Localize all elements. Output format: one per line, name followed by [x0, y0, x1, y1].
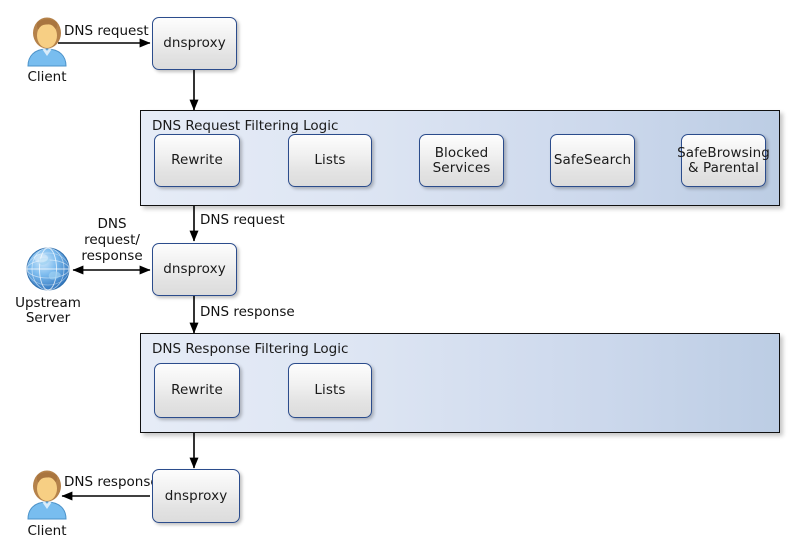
node-dnsproxy-middle-label: dnsproxy	[163, 261, 226, 277]
group-title-request: DNS Request Filtering Logic	[152, 118, 339, 134]
upstream-server-label-1: Upstream	[15, 295, 81, 311]
node-dnsproxy-top-label: dnsproxy	[163, 35, 226, 51]
stage-safesearch[interactable]: SafeSearch	[550, 134, 635, 187]
stage-blocked-services[interactable]: Blocked Services	[419, 134, 504, 187]
node-dnsproxy-middle[interactable]: dnsproxy	[152, 243, 237, 296]
group-title-response: DNS Response Filtering Logic	[152, 341, 349, 357]
node-dnsproxy-bottom-label: dnsproxy	[164, 487, 228, 504]
node-dnsproxy-top[interactable]: dnsproxy	[152, 17, 237, 70]
stage-safebrowsing-parental-label-2: & Parental	[687, 159, 760, 176]
stage-rewrite-response-label: Rewrite	[171, 382, 223, 398]
stage-safebrowsing-parental-label-1: SafeBrowsing	[677, 144, 770, 161]
node-dnsproxy-bottom[interactable]: dnsproxy	[152, 469, 240, 523]
user-avatar-icon	[27, 17, 67, 67]
stage-lists-request-label: Lists	[314, 152, 346, 168]
stage-lists-request[interactable]: Lists	[288, 134, 372, 187]
stage-safesearch-label: SafeSearch	[553, 152, 632, 168]
stage-lists-response-label: Lists	[314, 382, 346, 398]
client-label-top: Client	[27, 69, 67, 85]
client-label-bottom: Client	[27, 523, 67, 539]
stage-lists-response[interactable]: Lists	[288, 363, 372, 418]
edge-label-client-to-proxy: DNS request	[64, 23, 149, 39]
stage-safebrowsing-parental[interactable]: SafeBrowsing & Parental	[677, 134, 770, 187]
stage-rewrite-response[interactable]: Rewrite	[154, 363, 240, 418]
edge-label-proxy-to-client: DNS response	[64, 474, 159, 490]
upstream-server-label-2: Server	[25, 310, 71, 326]
globe-icon	[26, 247, 70, 291]
edge-label-upstream-bidirectional: DNS request/ response	[78, 216, 146, 264]
stage-rewrite-request[interactable]: Rewrite	[154, 134, 240, 187]
edge-label-upstream-line2: request/	[84, 232, 140, 248]
edge-label-request-logic-to-proxy: DNS request	[200, 212, 285, 228]
stage-blocked-services-label-2: Services	[432, 159, 491, 176]
edge-label-proxy-to-response-logic: DNS response	[200, 304, 295, 320]
user-avatar-icon-bottom	[27, 470, 67, 520]
edge-label-upstream-line3: response	[81, 248, 143, 264]
edge-label-upstream-line1: DNS	[97, 216, 127, 232]
stage-rewrite-request-label: Rewrite	[171, 152, 223, 168]
stage-blocked-services-label-1: Blocked	[434, 144, 489, 161]
group-dns-response-filtering: DNS Response Filtering Logic	[140, 333, 780, 433]
upstream-server-label: Upstream Server	[8, 296, 88, 326]
